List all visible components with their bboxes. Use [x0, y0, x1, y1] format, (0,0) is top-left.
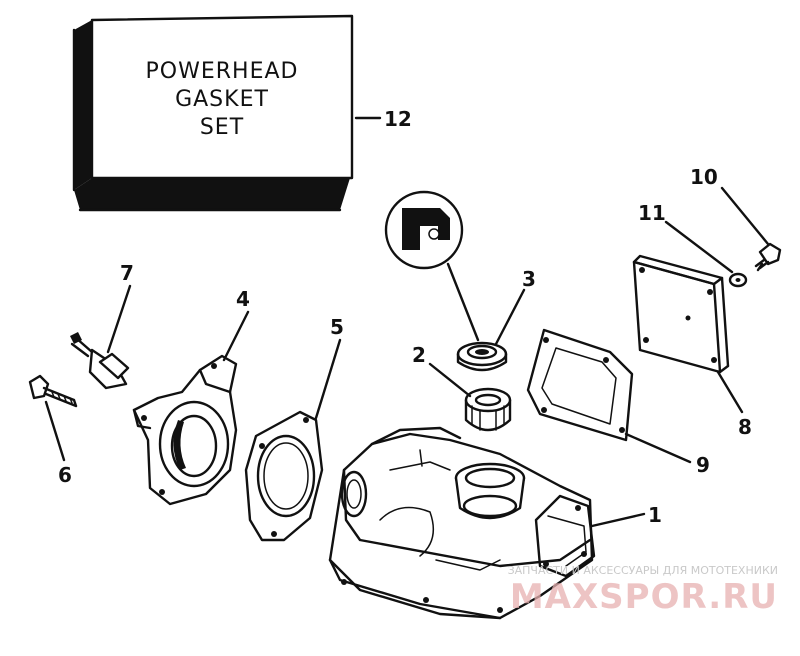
- leader-4: [222, 310, 250, 362]
- callout-7: 7: [120, 261, 134, 285]
- watermark: ЗАПЧАСТИ И АКСЕССУАРЫ ДЛЯ МОТОТЕХНИКИ MA…: [508, 564, 778, 617]
- part-4-housing: [132, 354, 238, 506]
- callout-3: 3: [522, 267, 536, 291]
- box-line-2: GASKET: [175, 87, 269, 112]
- leader-1: [590, 512, 646, 528]
- leader-10: [720, 186, 770, 246]
- callout-12: 12: [384, 107, 412, 131]
- watermark-brand: MAXSPOR.RU: [510, 577, 778, 617]
- callout-2: 2: [412, 343, 426, 367]
- part-10-screw: [754, 242, 782, 272]
- part-2-bearing: [464, 387, 512, 432]
- callout-8: 8: [738, 415, 752, 439]
- callout-11: 11: [638, 201, 666, 225]
- box-line-1: POWERHEAD: [146, 59, 299, 84]
- part-5-gasket: [244, 410, 324, 542]
- leader-6: [44, 400, 66, 462]
- box-line-3: SET: [200, 115, 244, 140]
- part-6-bolt: [28, 374, 78, 408]
- part-1-crankcase: [328, 426, 596, 620]
- part-11-washer: [728, 272, 748, 288]
- leader-8: [716, 370, 744, 414]
- callout-1: 1: [648, 503, 662, 527]
- leader-3: [494, 288, 526, 346]
- leader-7: [106, 284, 132, 354]
- leader-2: [428, 362, 472, 398]
- part-3-seal: [456, 341, 508, 372]
- powerhead-gasket-set-box: POWERHEAD GASKET SET: [72, 14, 354, 212]
- leader-11: [664, 220, 734, 274]
- callout-9: 9: [696, 453, 710, 477]
- watermark-tagline: ЗАПЧАСТИ И АКСЕССУАРЫ ДЛЯ МОТОТЕХНИКИ: [508, 564, 778, 577]
- part-9-gasket: [526, 328, 634, 442]
- leader-5: [314, 338, 342, 420]
- part-7-fitting: [70, 332, 130, 390]
- leader-9: [624, 432, 692, 464]
- callout-10: 10: [690, 165, 718, 189]
- callout-5: 5: [330, 315, 344, 339]
- callout-6: 6: [58, 463, 72, 487]
- seal-detail-circle: [384, 190, 480, 342]
- callout-4: 4: [236, 287, 250, 311]
- part-8-cover-plate: [632, 254, 730, 374]
